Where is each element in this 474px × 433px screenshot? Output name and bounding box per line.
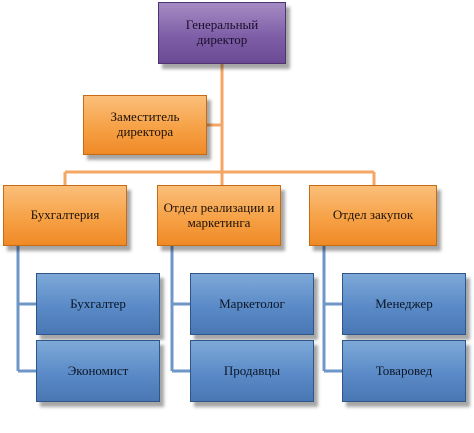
node-merchandiser: Товаровед — [342, 340, 466, 402]
node-marketer-label: Маркетолог — [219, 295, 285, 311]
node-accountant-label: Бухгалтер — [70, 295, 126, 311]
node-dept-purchasing: Отдел закупок — [309, 185, 437, 246]
node-sellers-label: Продавцы — [223, 362, 281, 378]
node-sellers: Продавцы — [190, 340, 314, 402]
node-economist-label: Экономист — [67, 362, 129, 378]
node-ceo-label: Генеральный директор — [185, 17, 259, 47]
node-manager: Менеджер — [342, 273, 466, 335]
node-dept-sales-marketing-label: Отдел реализации и маркетинга — [163, 199, 275, 230]
node-dept-purchasing-label: Отдел закупок — [332, 207, 414, 223]
node-accountant: Бухгалтер — [36, 273, 160, 335]
node-manager-label: Менеджер — [375, 295, 433, 311]
node-economist: Экономист — [36, 340, 160, 402]
node-dept-accounting-label: Бухгалтерия — [30, 207, 100, 223]
lower-connectors — [16, 246, 342, 373]
node-deputy: Заместитель директора — [83, 95, 207, 155]
node-ceo: Генеральный директор — [158, 2, 286, 64]
node-dept-sales-marketing: Отдел реализации и маркетинга — [157, 185, 281, 246]
node-merchandiser-label: Товаровед — [375, 362, 433, 378]
node-deputy-label: Заместитель директора — [110, 109, 180, 139]
node-marketer: Маркетолог — [190, 273, 314, 335]
upper-connectors — [63, 64, 376, 185]
node-dept-accounting: Бухгалтерия — [3, 185, 127, 246]
